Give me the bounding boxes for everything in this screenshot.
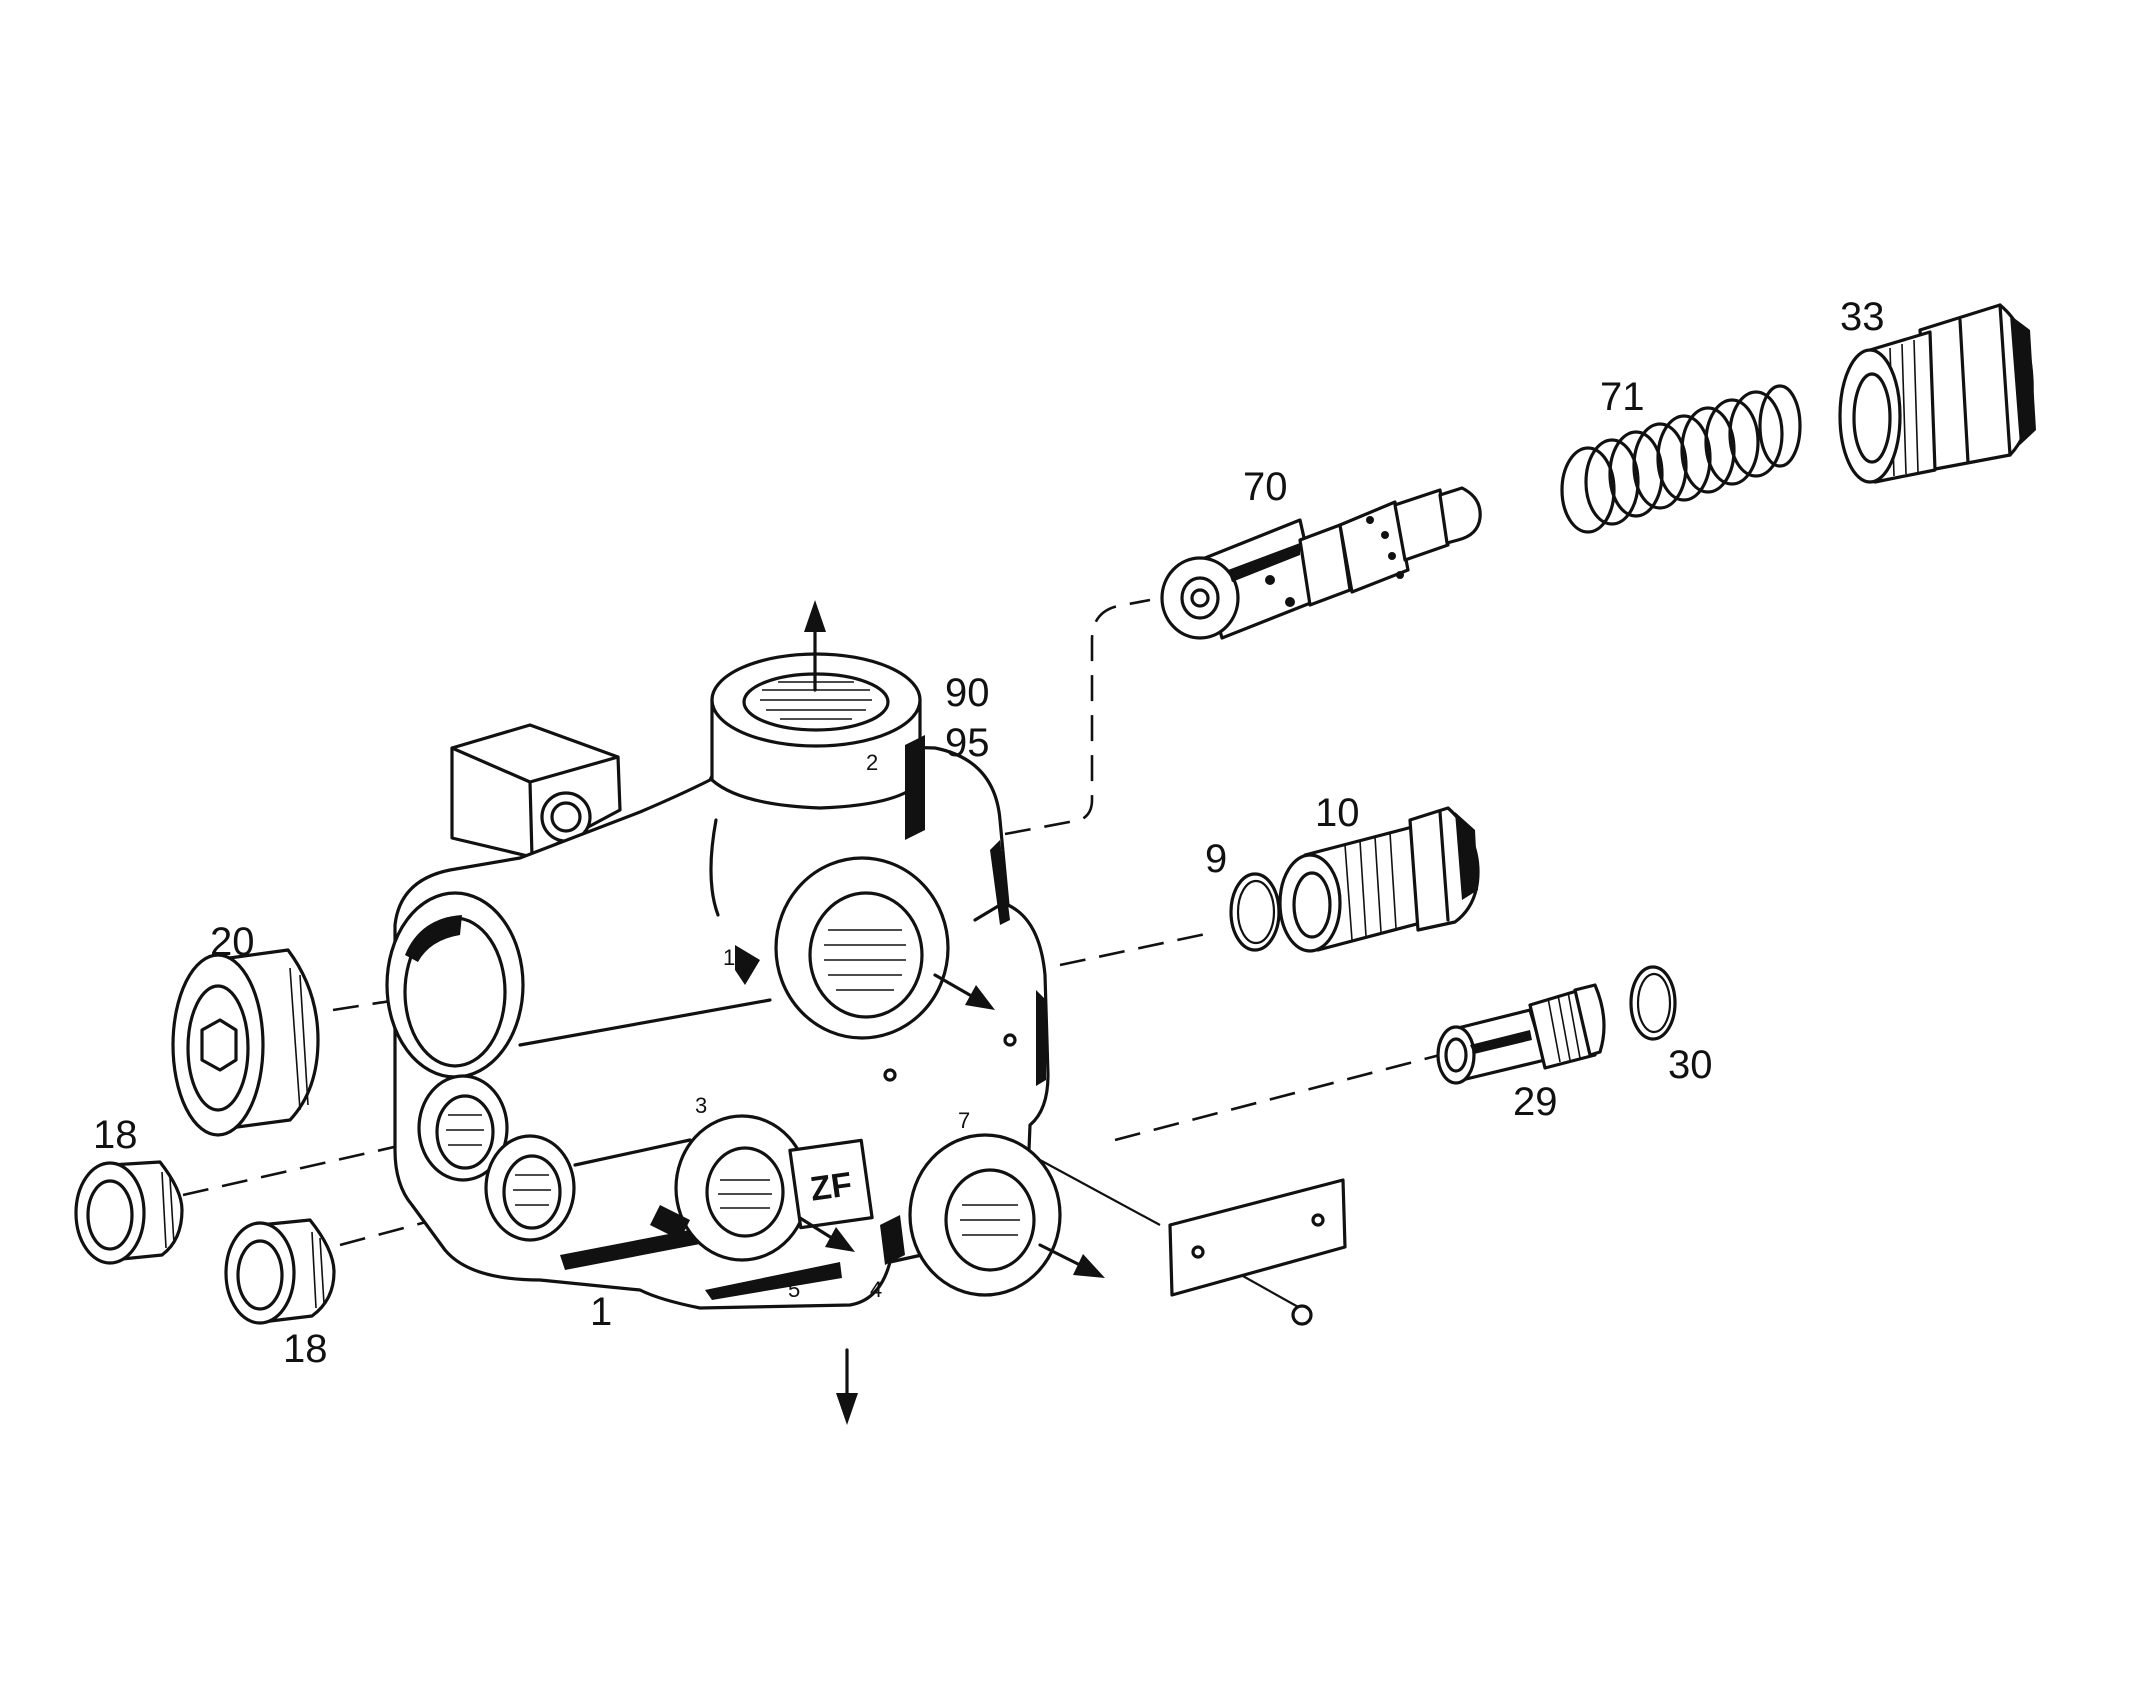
callout-1: 1 [590, 1290, 612, 1334]
port-mark-7: 7 [958, 1108, 970, 1133]
callout-18-right: 18 [283, 1327, 328, 1371]
callout-20: 20 [210, 920, 255, 964]
callout-10: 10 [1315, 791, 1360, 835]
callout-33: 33 [1840, 295, 1885, 339]
plug-18-left [74, 1160, 184, 1265]
valve-housing: ZF 2 1 3 7 5 4 [385, 652, 1062, 1310]
port-mark-4: 4 [870, 1277, 882, 1302]
callout-9: 9 [1205, 837, 1227, 881]
zf-logo-text: ZF [808, 1165, 854, 1208]
nameplate [1168, 1178, 1347, 1326]
port-mark-1: 1 [723, 945, 735, 970]
plug-18-right [224, 1218, 336, 1325]
callout-90: 90 [945, 671, 990, 715]
port-mark-5: 5 [788, 1277, 800, 1302]
spring-71 [1560, 384, 1802, 534]
valve-29 [1436, 983, 1606, 1085]
callout-71: 71 [1600, 375, 1645, 419]
callout-labels: 33 71 70 90 95 10 9 20 18 18 1 29 30 [93, 295, 1885, 1371]
port-mark-2: 2 [866, 750, 878, 775]
callout-18-left: 18 [93, 1113, 138, 1157]
callout-30: 30 [1668, 1043, 1713, 1087]
nut-10 [1278, 806, 1480, 953]
ring-9 [1229, 872, 1281, 952]
callout-95: 95 [945, 721, 990, 765]
zf-logo [788, 1138, 874, 1230]
flow-arrows [798, 600, 1105, 1425]
piston-70 [1160, 486, 1482, 640]
plug-20 [171, 948, 320, 1137]
port-mark-3: 3 [695, 1093, 707, 1118]
cap-33 [1838, 303, 2036, 484]
callout-70: 70 [1243, 465, 1288, 509]
callout-29: 29 [1513, 1080, 1558, 1124]
ring-30 [1629, 965, 1677, 1041]
